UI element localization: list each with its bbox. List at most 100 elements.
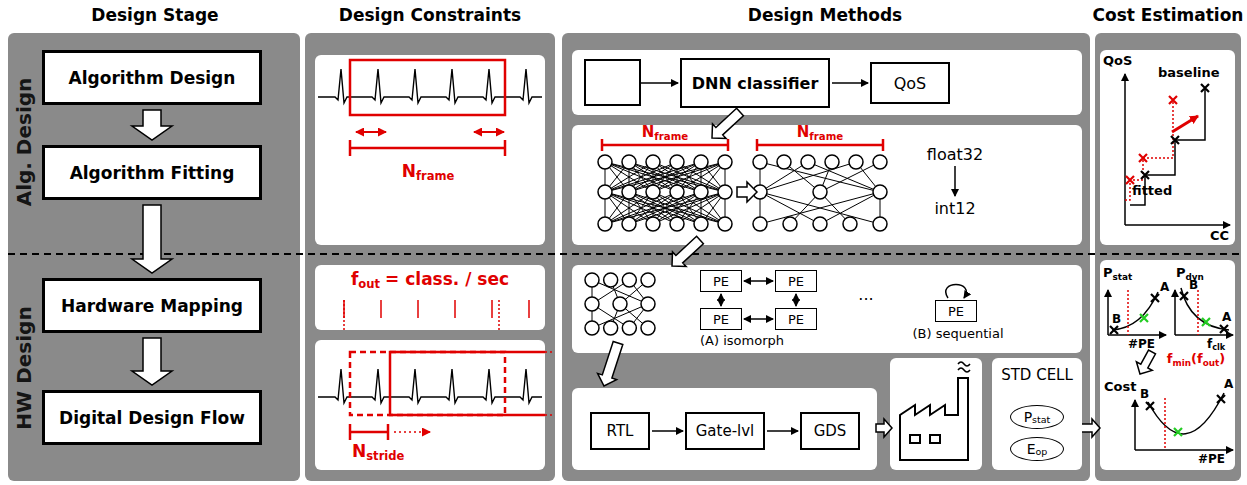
white-panels: [315, 50, 1235, 470]
node-text: E: [1027, 441, 1036, 457]
label-text: B: [1189, 278, 1198, 292]
label: #PE: [1198, 453, 1225, 467]
label: A: [1222, 311, 1231, 325]
label-text: int12: [934, 199, 975, 218]
label-text: B: [1140, 387, 1149, 401]
node-text: Gate-lvl: [696, 422, 755, 440]
label: (A) isomorph: [700, 334, 784, 349]
subscript-text: frame: [809, 131, 843, 142]
pe-box: PE: [775, 270, 817, 292]
classifier-box: DNN classifier: [680, 58, 830, 108]
label-text: baseline: [1158, 65, 1220, 80]
label-text: N: [352, 441, 366, 461]
label: QoS: [1103, 54, 1132, 69]
node-text: DNN classifier: [692, 74, 819, 93]
output-box: QoS: [870, 62, 950, 104]
node-text: PE: [713, 274, 729, 289]
pe-box: PE: [935, 300, 977, 322]
label-text: #PE: [1198, 452, 1225, 466]
connector: [832, 82, 868, 84]
node-text: PE: [788, 274, 804, 289]
label: Nframe: [797, 124, 843, 141]
label-text: A: [1160, 280, 1169, 294]
node-text: STD CELL: [1001, 366, 1073, 384]
subscript-text: frame: [416, 169, 454, 183]
label: Design Stage: [91, 6, 218, 26]
subscript-text: out: [1203, 358, 1220, 368]
foundry-icon: [900, 362, 970, 460]
panels: [8, 33, 1241, 481]
flow-step-box: RTL: [590, 412, 650, 450]
node-text: GDS: [814, 422, 847, 440]
label: B: [1140, 388, 1149, 402]
constraint-marks: [350, 60, 555, 440]
label: Cost Estimation: [1093, 6, 1244, 26]
label-text: A: [1224, 377, 1233, 391]
connector: [652, 430, 683, 432]
label-text: (A) isomorph: [700, 333, 784, 348]
connector: [720, 294, 722, 306]
label-text: N: [402, 161, 416, 181]
label: Nframe: [402, 162, 455, 182]
stage-box: Algorithm Fitting: [42, 145, 262, 200]
std-cell-panel: STD CELL PstatEop: [992, 358, 1082, 470]
node-text: Algorithm Design: [69, 68, 236, 88]
label-text: P: [1176, 265, 1186, 280]
node-text: P: [1024, 409, 1032, 425]
node-text: Hardware Mapping: [61, 296, 243, 316]
label: Pstat: [1103, 266, 1132, 281]
pe-box: PE: [700, 308, 742, 330]
label: ...: [858, 286, 873, 304]
label: baseline: [1158, 66, 1220, 81]
label: (B) sequential: [913, 327, 1004, 342]
label: float32: [927, 146, 983, 164]
subscript-text: frame: [654, 131, 688, 142]
subscript-text: stride: [366, 449, 404, 463]
node-text: QoS: [894, 74, 927, 93]
subscript-text: out: [358, 277, 380, 291]
label: Design Methods: [748, 6, 902, 26]
qos-chart: [1125, 74, 1230, 225]
label-text: A: [1222, 310, 1231, 324]
neural-networks: [585, 155, 887, 335]
label-text: fitted: [1132, 183, 1172, 198]
label: CC: [1210, 229, 1229, 244]
library-ellipse: Eop: [1010, 437, 1064, 461]
label-text: #PE: [1128, 337, 1155, 351]
label-text: Alg. Design: [12, 78, 36, 207]
label: fitted: [1132, 184, 1172, 199]
label-text: f: [351, 269, 358, 289]
label: int12: [934, 200, 975, 218]
connector: [744, 318, 773, 320]
label: fout = class. / sec: [351, 270, 509, 290]
flow-arrow: [132, 205, 172, 273]
subscript-text: op: [1035, 446, 1047, 457]
connector: [744, 280, 773, 282]
label-text: ): [1219, 351, 1225, 366]
label-text: CC: [1210, 228, 1229, 243]
subscript-text: stat: [1032, 414, 1050, 425]
label-text: Cost Estimation: [1093, 5, 1244, 25]
label-text: (f: [1191, 351, 1203, 366]
label-text: HW Design: [12, 306, 36, 429]
subscript-text: stat: [1113, 272, 1133, 282]
label: Alg. Design: [13, 78, 36, 207]
label-text: float32: [927, 145, 983, 164]
node-text: RTL: [607, 422, 634, 440]
node-text: PE: [788, 312, 804, 327]
label-text: QoS: [1103, 53, 1132, 68]
flow-step-box: Gate-lvl: [685, 412, 765, 450]
label: Nstride: [352, 442, 404, 462]
label: A: [1224, 378, 1233, 392]
stage-box: Hardware Mapping: [42, 278, 262, 333]
node-text: Digital Design Flow: [59, 408, 245, 428]
label-text: (B) sequential: [913, 326, 1004, 341]
label-text: = class. / sec: [385, 269, 509, 289]
stage-box: Digital Design Flow: [42, 390, 262, 445]
pe-box: PE: [775, 308, 817, 330]
label: B: [1112, 313, 1121, 327]
label-text: Design Stage: [91, 5, 218, 25]
label: HW Design: [13, 306, 36, 429]
node-text: PE: [713, 312, 729, 327]
